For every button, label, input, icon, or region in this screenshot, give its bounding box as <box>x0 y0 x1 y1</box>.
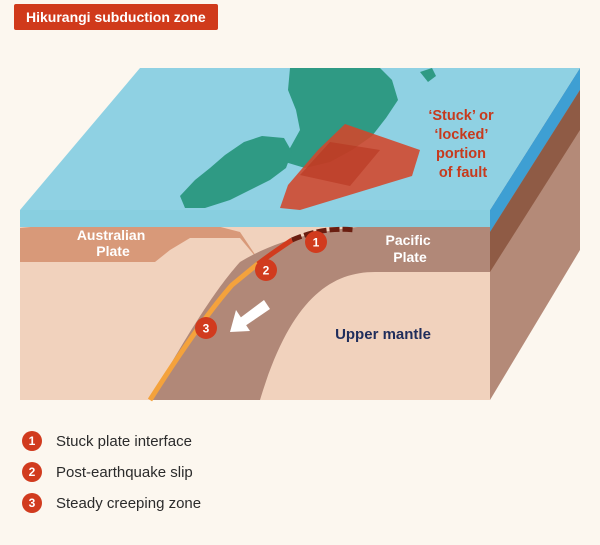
svg-text:1: 1 <box>313 236 320 250</box>
sea-front <box>20 210 490 227</box>
small-island <box>420 68 436 82</box>
legend: 1 Stuck plate interface 2 Post-earthquak… <box>22 430 201 523</box>
marker-1: 1 <box>305 231 327 253</box>
north-island-land <box>285 68 398 168</box>
legend-label: Stuck plate interface <box>56 432 192 450</box>
title-badge: Hikurangi subduction zone <box>14 4 218 30</box>
stuck-fault-label: ‘Stuck’ or ‘locked’ portion of fault <box>428 108 497 181</box>
locked-fault-outline <box>300 142 380 186</box>
legend-item-slip: 2 Post-earthquake slip <box>22 461 201 483</box>
svg-text:2: 2 <box>263 264 270 278</box>
upper-mantle-label: Upper mantle <box>335 326 431 343</box>
svg-text:3: 3 <box>203 322 210 336</box>
legend-label: Steady creeping zone <box>56 494 202 512</box>
legend-number-badge: 2 <box>22 462 42 482</box>
pacific-plate-label: Pacific Plate <box>385 232 434 265</box>
australian-plate-label: Australian Plate <box>77 227 149 259</box>
australian-crust-notch <box>155 238 260 262</box>
slab-motion-arrow-icon <box>230 300 270 332</box>
legend-item-stuck: 1 Stuck plate interface <box>22 430 201 452</box>
block-right-side-crust <box>490 90 580 272</box>
legend-number-badge: 1 <box>22 431 42 451</box>
interface-locked-line <box>291 226 356 243</box>
legend-item-creeping: 3 Steady creeping zone <box>22 492 201 514</box>
south-island-land <box>180 136 292 208</box>
marker-2: 2 <box>255 259 277 281</box>
legend-label: Post-earthquake slip <box>56 463 193 481</box>
marker-3: 3 <box>195 317 217 339</box>
subducting-slab <box>150 223 490 400</box>
block-right-side-sea <box>490 68 580 232</box>
legend-number-badge: 3 <box>22 493 42 513</box>
